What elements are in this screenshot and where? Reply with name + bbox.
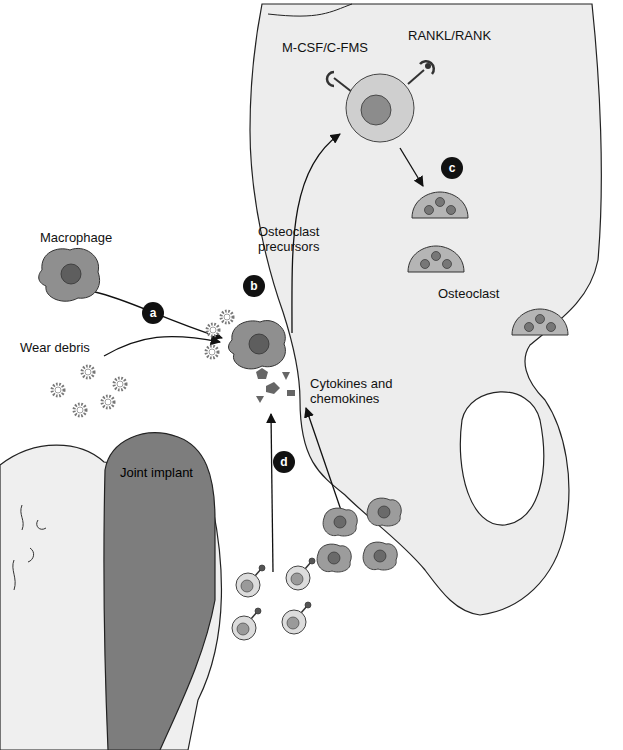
- callout-number: c: [441, 157, 463, 179]
- receptor-label: M-CSF/C-FMS: [282, 40, 368, 55]
- cell-label: Macrophage: [40, 230, 112, 245]
- debris-label: Wear debris: [20, 340, 90, 355]
- receptor-label: RANKL/RANK: [408, 28, 491, 43]
- callout-number: b: [243, 275, 265, 297]
- cytokine-label: Cytokines and chemokines: [310, 376, 414, 406]
- callout-number: d: [273, 451, 295, 473]
- callout-number: a: [142, 302, 164, 324]
- implant-shape: Joint implant: [100, 425, 220, 750]
- node-label: Joint implant: [120, 465, 193, 480]
- cell-label: Osteoclast: [438, 286, 499, 301]
- cell-label: Osteoclast precursors: [258, 224, 350, 254]
